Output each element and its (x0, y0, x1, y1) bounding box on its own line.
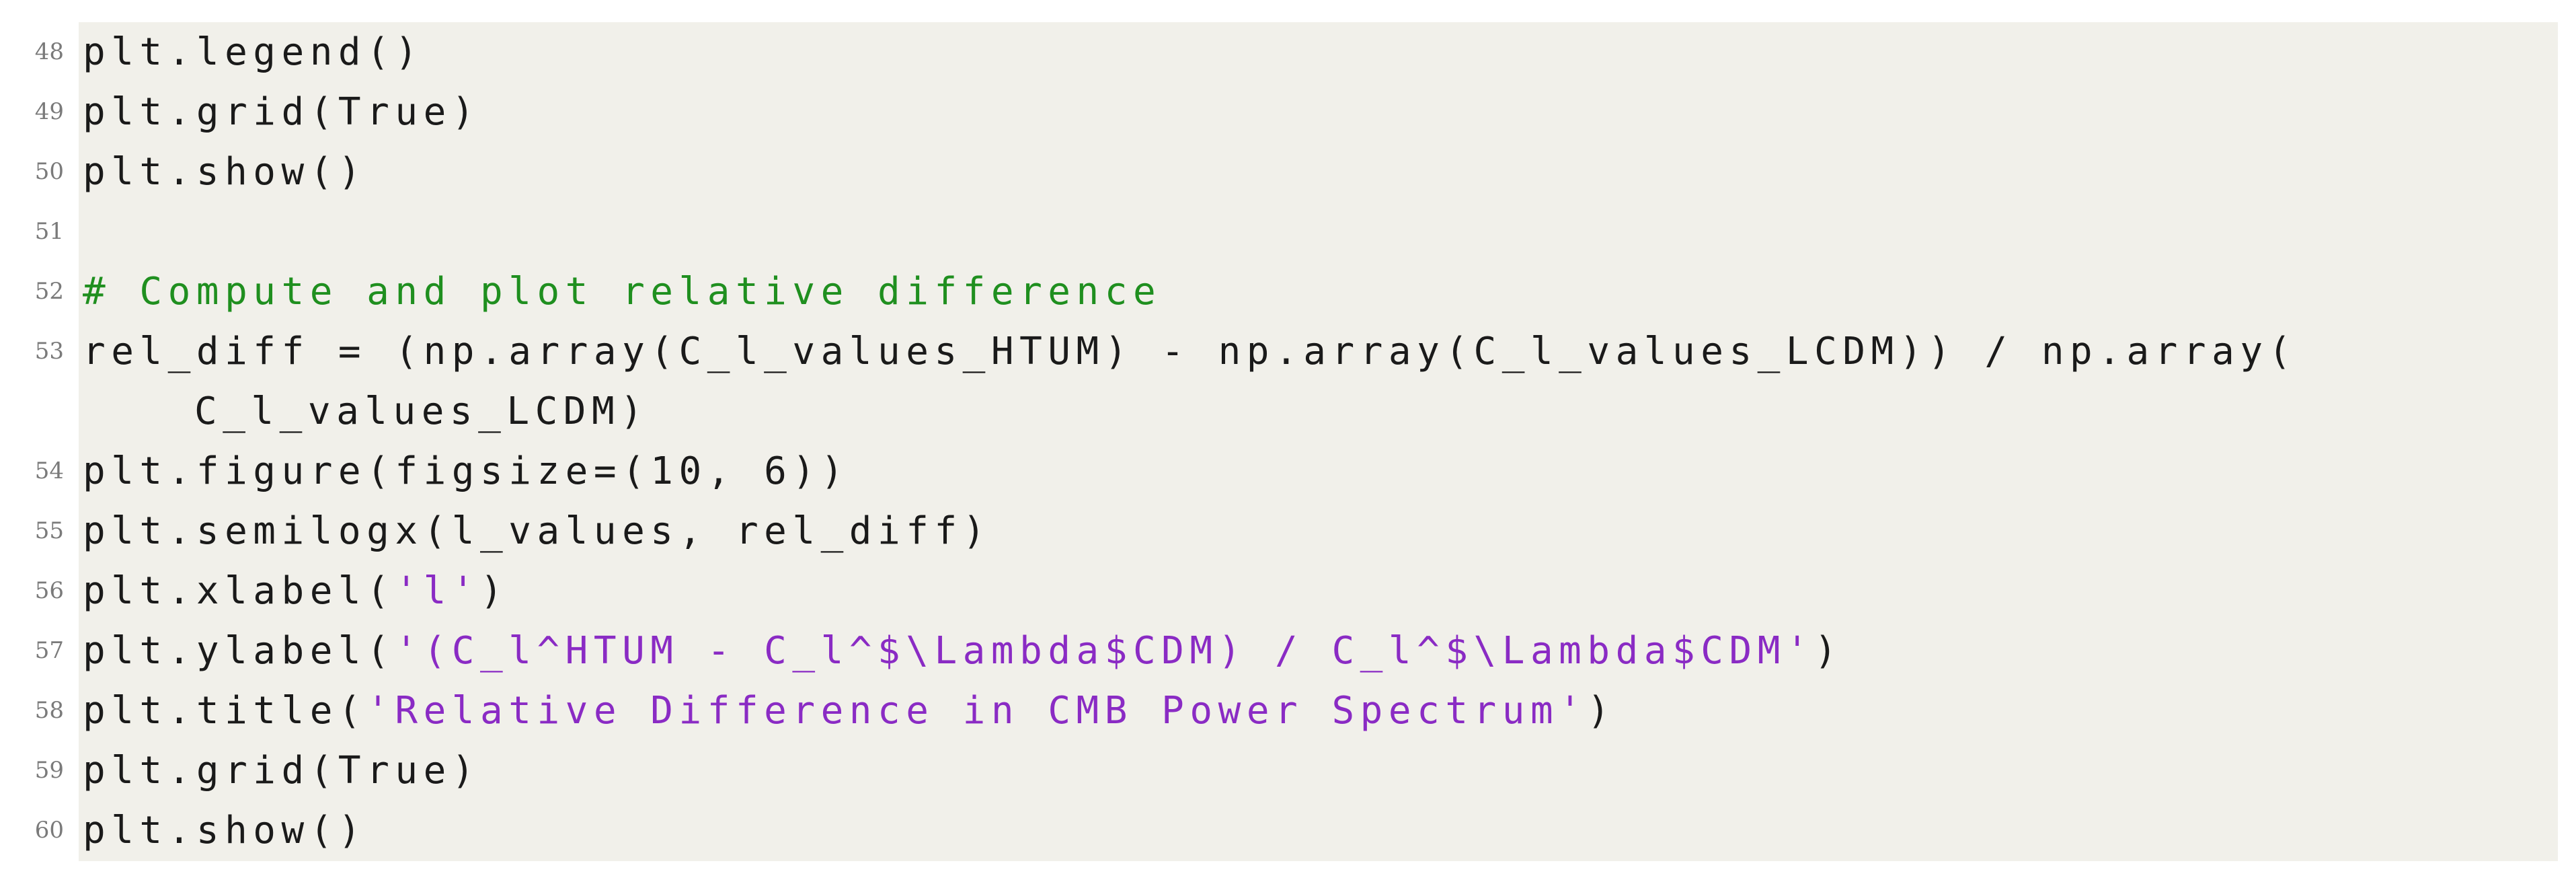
code-text: rel_diff = (np.array(C_l_values_HTUM) - … (83, 330, 2297, 373)
code-line: 54 plt.figure(figsize=(10, 6)) (35, 441, 2558, 501)
code-line: 58 plt.title('Relative Difference in CMB… (35, 681, 2558, 741)
line-number: 51 (34, 218, 64, 245)
code-text: plt.grid(True) (83, 90, 481, 134)
code-line-continuation: C_l_values_LCDM) (79, 381, 2558, 441)
code-line: 60 plt.show() (35, 801, 2558, 860)
code-line: 59 plt.grid(True) (35, 741, 2558, 801)
line-number: 52 (34, 278, 64, 305)
line-number: 50 (34, 158, 64, 185)
line-number: 49 (34, 98, 64, 125)
code-text: plt.show() (83, 809, 367, 852)
code-string: 'Relative Difference in CMB Power Spectr… (366, 689, 1588, 733)
code-text: plt.ylabel('(C_l^HTUM - C_l^$\Lambda$CDM… (83, 621, 1842, 681)
line-number: 56 (34, 577, 64, 604)
code-line: 51 (35, 202, 2558, 262)
code-call: plt.xlabel( (83, 569, 395, 613)
code-line: 49 plt.grid(True) (35, 82, 2558, 142)
line-number: 48 (34, 38, 64, 65)
code-text: plt.legend() (83, 30, 424, 74)
code-listing: 48 plt.legend() 49 plt.grid(True) 50 plt… (35, 22, 2558, 861)
line-number: 54 (34, 457, 64, 484)
code-line: 52 # Compute and plot relative differenc… (35, 262, 2558, 322)
line-number: 55 (34, 517, 64, 544)
code-string: 'l' (395, 569, 481, 613)
code-text: plt.xlabel('l') (83, 561, 508, 621)
code-line: 55 plt.semilogx(l_values, rel_diff) (35, 501, 2558, 561)
code-line: 53 rel_diff = (np.array(C_l_values_HTUM)… (35, 322, 2558, 381)
code-line: 57 plt.ylabel('(C_l^HTUM - C_l^$\Lambda$… (35, 621, 2558, 681)
code-close: ) (480, 569, 509, 613)
code-line: 48 plt.legend() (35, 22, 2558, 82)
line-number: 59 (34, 757, 64, 784)
code-text: plt.figure(figsize=(10, 6)) (83, 449, 849, 493)
line-number: 60 (34, 817, 64, 844)
code-call: plt.ylabel( (83, 629, 395, 673)
code-close: ) (1587, 689, 1616, 733)
code-text: plt.title('Relative Difference in CMB Po… (83, 681, 1616, 741)
code-text: C_l_values_LCDM) (194, 390, 649, 433)
code-text: plt.semilogx(l_values, rel_diff) (83, 509, 991, 553)
line-number: 53 (34, 338, 64, 365)
code-comment: # Compute and plot relative difference (83, 270, 1162, 314)
code-text: plt.show() (83, 150, 367, 194)
code-string: '(C_l^HTUM - C_l^$\Lambda$CDM) / C_l^$\L… (395, 629, 1815, 673)
code-close: ) (1814, 629, 1843, 673)
line-number: 58 (34, 697, 64, 724)
code-line: 56 plt.xlabel('l') (35, 561, 2558, 621)
code-line: 50 plt.show() (35, 142, 2558, 202)
code-call: plt.title( (83, 689, 367, 733)
line-number: 57 (34, 637, 64, 664)
code-text: plt.grid(True) (83, 749, 481, 793)
